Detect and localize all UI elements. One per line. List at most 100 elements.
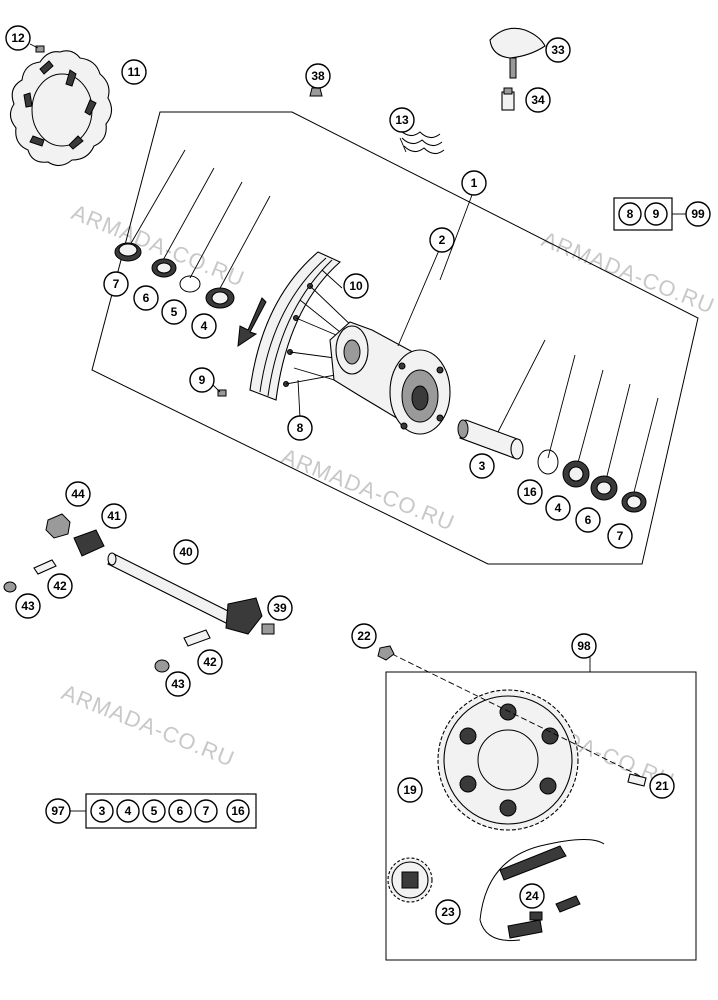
kit-97-item[interactable]: 16 (226, 799, 250, 823)
left-hub-parts (114, 242, 235, 309)
callout-39[interactable]: 39 (267, 595, 293, 621)
callout-13[interactable]: 13 (389, 107, 415, 133)
callout-44[interactable]: 44 (65, 481, 91, 507)
svg-text:7: 7 (617, 529, 624, 543)
svg-text:3: 3 (479, 459, 486, 473)
svg-text:6: 6 (177, 804, 184, 818)
callout-33[interactable]: 33 (545, 37, 571, 63)
kit-99-label[interactable]: 99 (685, 201, 711, 227)
svg-text:5: 5 (171, 305, 178, 319)
svg-text:8: 8 (297, 421, 304, 435)
hub (329, 321, 451, 435)
svg-text:6: 6 (585, 513, 592, 527)
svg-text:34: 34 (531, 93, 545, 107)
rear-axle (107, 552, 263, 635)
svg-text:13: 13 (395, 113, 409, 127)
callout-12[interactable]: 12 (5, 25, 31, 51)
kit-97-item[interactable]: 7 (194, 799, 218, 823)
sprocket-set-box (385, 656, 697, 961)
callout-10[interactable]: 10 (343, 273, 369, 299)
svg-text:39: 39 (273, 601, 287, 615)
sprocket-nut (377, 645, 395, 661)
svg-text:43: 43 (171, 677, 185, 691)
callout-5[interactable]: 5 (161, 299, 187, 325)
svg-text:24: 24 (525, 889, 539, 903)
svg-text:7: 7 (203, 804, 210, 818)
callout-1[interactable]: 1 (461, 170, 487, 196)
chain (479, 838, 605, 942)
svg-text:12: 12 (11, 31, 25, 45)
callout-6[interactable]: 6 (575, 507, 601, 533)
svg-text:10: 10 (349, 279, 363, 293)
svg-text:9: 9 (199, 373, 206, 387)
callout-34[interactable]: 34 (525, 87, 551, 113)
watermark: ARMADA-CO.RU (58, 679, 238, 771)
callout-42[interactable]: 42 (197, 649, 223, 675)
callout-42[interactable]: 42 (47, 573, 73, 599)
watermark: ARMADA-CO.RU (538, 226, 718, 318)
callout-19[interactable]: 19 (397, 777, 423, 803)
svg-text:42: 42 (203, 655, 217, 669)
callout-98[interactable]: 98 (571, 633, 597, 659)
svg-text:38: 38 (311, 69, 325, 83)
callout-2[interactable]: 2 (429, 227, 455, 253)
svg-text:11: 11 (128, 65, 141, 79)
svg-text:3: 3 (99, 804, 106, 818)
callout-9[interactable]: 9 (189, 367, 215, 393)
callout-7[interactable]: 7 (103, 271, 129, 297)
leaders-right-bearings (497, 339, 659, 501)
svg-text:33: 33 (551, 43, 565, 57)
callout-4[interactable]: 4 (545, 495, 571, 521)
kit-97-item[interactable]: 3 (90, 799, 114, 823)
svg-text:4: 4 (555, 501, 562, 515)
kit-97-item[interactable]: 4 (116, 799, 140, 823)
kit-97-label[interactable]: 97 (45, 798, 71, 824)
svg-text:4: 4 (201, 319, 208, 333)
rear-sprocket (437, 689, 579, 831)
kit-99-item[interactable]: 9 (644, 202, 668, 226)
callout-23[interactable]: 23 (435, 899, 461, 925)
brake-disc (9, 50, 113, 167)
rim (249, 251, 341, 401)
leader-8 (297, 379, 301, 419)
callout-6[interactable]: 6 (133, 285, 159, 311)
leader-2 (397, 247, 441, 347)
sprocket-bolt (627, 773, 647, 787)
svg-text:19: 19 (403, 783, 417, 797)
callout-16[interactable]: 16 (517, 479, 543, 505)
svg-text:4: 4 (125, 804, 132, 818)
svg-text:2: 2 (439, 233, 446, 247)
kit-97-item[interactable]: 6 (168, 799, 192, 823)
callout-43[interactable]: 43 (165, 671, 191, 697)
svg-text:21: 21 (655, 779, 669, 793)
callout-24[interactable]: 24 (519, 883, 545, 909)
callout-38[interactable]: 38 (305, 63, 331, 89)
callout-4[interactable]: 4 (191, 313, 217, 339)
axle-nut-parts (3, 513, 275, 673)
svg-text:97: 97 (51, 804, 65, 818)
tire-valve (489, 27, 546, 111)
svg-text:23: 23 (441, 905, 455, 919)
callout-3[interactable]: 3 (469, 453, 495, 479)
leader-10 (321, 269, 343, 289)
svg-text:1: 1 (471, 176, 478, 190)
kit-99-item[interactable]: 8 (618, 202, 642, 226)
svg-text:40: 40 (179, 545, 193, 559)
wheel-assembly-frame (91, 111, 699, 565)
callout-43[interactable]: 43 (15, 593, 41, 619)
callout-40[interactable]: 40 (173, 539, 199, 565)
leaders-left-bearings (129, 149, 271, 293)
sprocket-bolt-axis (391, 653, 641, 777)
callout-22[interactable]: 22 (351, 623, 377, 649)
svg-text:22: 22 (357, 629, 371, 643)
right-hub-parts (537, 449, 647, 513)
callout-7[interactable]: 7 (607, 523, 633, 549)
rotation-direction-arrow-icon (237, 297, 267, 348)
callout-11[interactable]: 11 (121, 59, 147, 85)
callout-8[interactable]: 8 (287, 415, 313, 441)
axle-spacer (457, 419, 524, 460)
kit-97-item[interactable]: 5 (142, 799, 166, 823)
callout-41[interactable]: 41 (101, 503, 127, 529)
svg-text:7: 7 (113, 277, 120, 291)
callout-21[interactable]: 21 (649, 773, 675, 799)
